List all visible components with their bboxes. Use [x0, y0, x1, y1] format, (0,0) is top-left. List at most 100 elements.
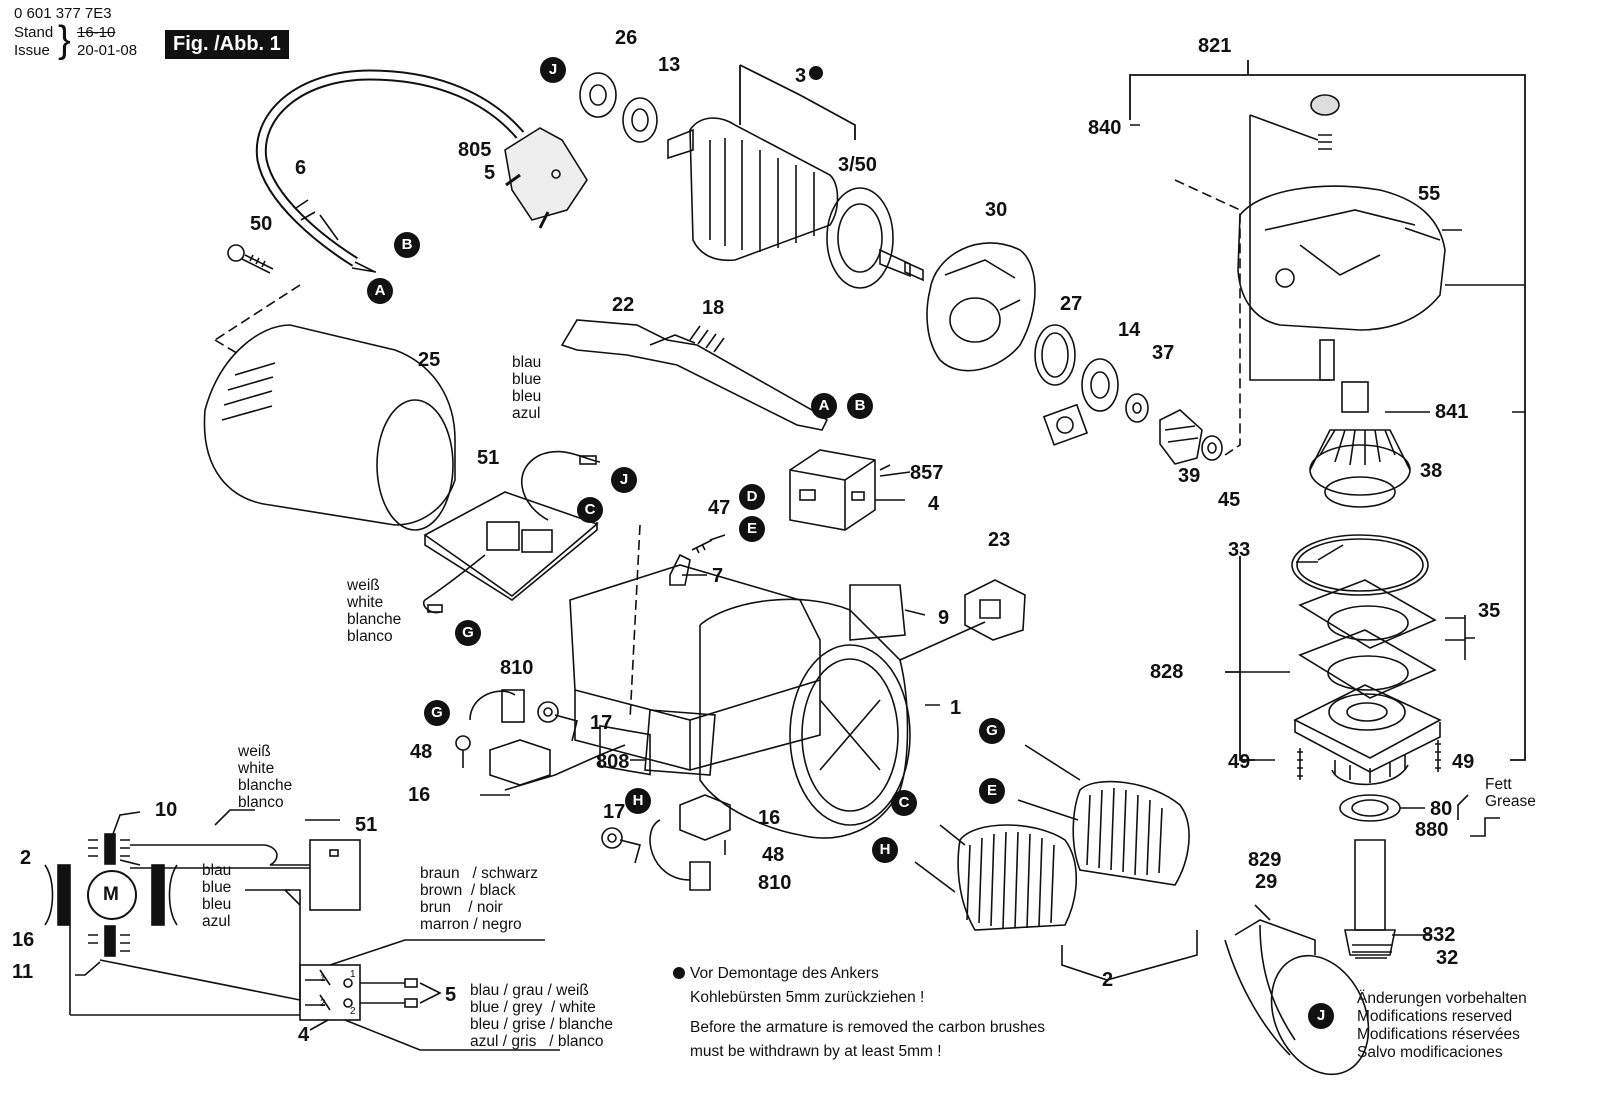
- badge-C: C: [577, 497, 603, 523]
- callout-80: 80: [1430, 798, 1453, 820]
- ring-80: [1339, 794, 1401, 822]
- callout-16-right: 16: [758, 807, 781, 829]
- badge-H: H: [625, 788, 651, 814]
- callout-37: 37: [1152, 342, 1175, 364]
- callout-9: 9: [938, 607, 950, 629]
- wheel-guard-29-drawing: [1224, 919, 1370, 1076]
- field-coils-2-drawing: [957, 780, 1198, 981]
- callout-810-right: 810: [758, 872, 792, 894]
- blue-grey-white-label: blau / grau / weiß blue / grey / white b…: [470, 982, 614, 1050]
- switch-contact-4: 2: [350, 1006, 356, 1017]
- callout-5: 5: [484, 162, 496, 184]
- badge-H: H: [872, 837, 898, 863]
- callout-829: 829: [1248, 849, 1282, 871]
- callout-51: 51: [477, 447, 500, 469]
- air-baffle-30-drawing: [926, 242, 1036, 372]
- wiring-blue-label: blau blue bleu azul: [202, 862, 232, 930]
- leader-lines: [899, 621, 986, 661]
- bearing-rings-drawing: [1034, 324, 1223, 465]
- bracket-828: [1225, 556, 1255, 761]
- callout-55: 55: [1418, 183, 1441, 205]
- leader-lines: [1130, 114, 1525, 413]
- callout-27: 27: [1060, 293, 1083, 315]
- terminal: [427, 604, 443, 613]
- wire-color-blue-label: blau blue bleu azul: [512, 354, 542, 422]
- spindle-832-drawing: [1344, 839, 1396, 959]
- callout-810-left: 810: [500, 657, 534, 679]
- note-bullet: [673, 967, 685, 979]
- callout-49-right: 49: [1452, 751, 1475, 773]
- callout-23: 23: [988, 529, 1011, 551]
- modifications-de: Änderungen vorbehalten: [1357, 990, 1527, 1007]
- callout-857: 857: [910, 462, 944, 484]
- wiring-callout-11: 11: [12, 961, 34, 983]
- callout-18: 18: [702, 297, 725, 319]
- gear-head-drawing: [1237, 94, 1446, 413]
- armature-drawing: [667, 117, 924, 289]
- callout-50: 50: [250, 213, 273, 235]
- gaskets-drawing: [1291, 534, 1437, 699]
- clamp-7: [669, 553, 707, 586]
- callout-35: 35: [1478, 600, 1501, 622]
- wiring-white-label: weiß white blanche blanco: [238, 743, 293, 811]
- terminal: [579, 455, 597, 465]
- switch-4-drawing: [789, 449, 876, 531]
- callout-2: 2: [1102, 969, 1114, 991]
- figure-label: Fig. /Abb. 1: [165, 30, 289, 59]
- power-cord-drawing: [255, 69, 525, 273]
- callout-3-50: 3/50: [838, 154, 877, 176]
- note-bullet: [809, 66, 823, 80]
- issue-label: Issue: [14, 42, 50, 59]
- callout-32: 32: [1436, 947, 1459, 969]
- wiring-callout-5: 5: [445, 984, 457, 1006]
- coil-wires: [914, 744, 1081, 893]
- callout-4: 4: [928, 493, 940, 515]
- bracket-3: [739, 64, 856, 140]
- blue-wire: [521, 450, 601, 521]
- leader-lines: [875, 464, 911, 501]
- callout-22: 22: [612, 294, 635, 316]
- callout-39: 39: [1178, 465, 1201, 487]
- doc-number: 0 601 377 7E3: [14, 5, 112, 22]
- wire-color-white-label: weiß white blanche blanco: [347, 577, 402, 645]
- callout-30: 30: [985, 199, 1008, 221]
- callout-38: 38: [1420, 460, 1443, 482]
- brown-black-label: braun / schwarz brown / black brun / noi…: [420, 865, 539, 933]
- callout-26: 26: [615, 27, 638, 49]
- leader-lines: [1392, 807, 1500, 936]
- switch-contact-3: 1: [350, 969, 356, 980]
- callout-841: 841: [1435, 401, 1469, 423]
- wiring-callout-51: 51: [355, 814, 378, 836]
- modifications-es: Salvo modificaciones: [1357, 1044, 1503, 1061]
- switch-rod-22-drawing: [560, 319, 829, 431]
- wiring-callout-10: 10: [155, 799, 178, 821]
- badge-B: B: [847, 393, 873, 419]
- modifications-fr: Modifications réservées: [1357, 1026, 1520, 1043]
- housing-cap-25-drawing: [203, 324, 456, 531]
- callout-47: 47: [708, 497, 731, 519]
- badge-B: B: [394, 232, 420, 258]
- badge-D: D: [739, 484, 765, 510]
- callout-13: 13: [658, 54, 681, 76]
- stand-label: Stand: [14, 24, 54, 41]
- plug-drawing: [504, 127, 588, 229]
- callout-840: 840: [1088, 117, 1122, 139]
- callout-16-left: 16: [408, 784, 431, 806]
- callout-48-left: 48: [410, 741, 433, 763]
- badge-J: J: [540, 57, 566, 83]
- armature-note-en-2: must be withdrawn by at least 5mm !: [690, 1043, 942, 1060]
- badge-G: G: [455, 620, 481, 646]
- screw-47: [691, 534, 726, 554]
- badge-C: C: [891, 790, 917, 816]
- plate-808: [644, 709, 716, 776]
- brush-holder-right-drawing: [601, 794, 731, 891]
- leader-lines: [630, 704, 940, 761]
- brush-holder-left-drawing: [455, 689, 578, 786]
- screw-55: [1404, 227, 1462, 241]
- wiring-callout-4: 4: [298, 1024, 310, 1046]
- issue-value: 20-01-08: [77, 42, 138, 59]
- callout-33: 33: [1228, 539, 1251, 561]
- badge-G: G: [424, 700, 450, 726]
